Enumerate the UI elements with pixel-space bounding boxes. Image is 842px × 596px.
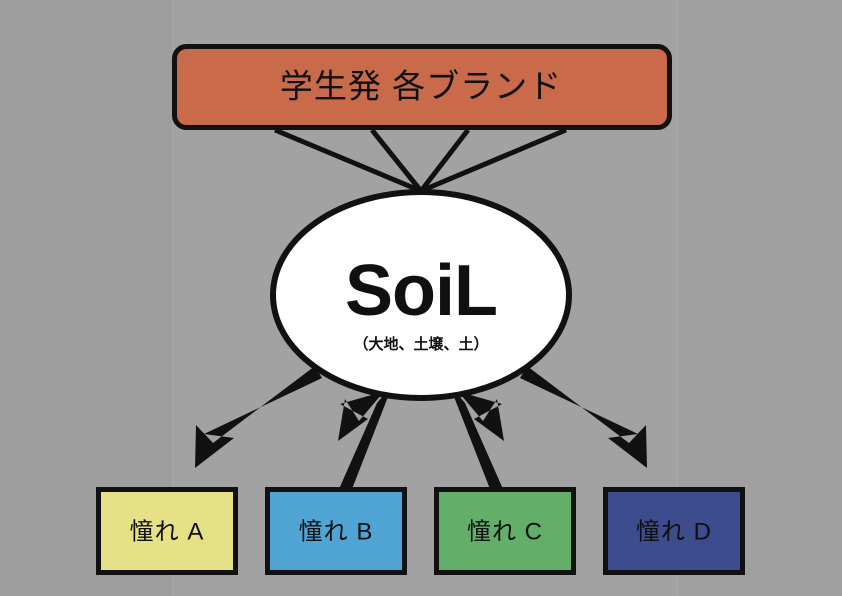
leaf-node-d-box[interactable]: [603, 487, 745, 575]
leaf-node-d[interactable]: 憧れ D: [603, 487, 745, 575]
leaf-node-d-label: 憧れ D: [636, 518, 712, 545]
center-node-ellipse[interactable]: [270, 189, 572, 401]
leaf-node-b-box[interactable]: [265, 487, 407, 575]
arrows-group: [195, 366, 647, 489]
leaf-node-a[interactable]: 憧れ A: [96, 487, 238, 575]
connector-line-3: [419, 128, 470, 193]
leaf-node-b-label: 憧れ B: [299, 518, 374, 545]
leaf-node-a-box[interactable]: [96, 487, 238, 575]
top-node[interactable]: 学生発 各ブランド: [172, 44, 672, 130]
center-node-subtitle: （大地、土壌、土）: [353, 335, 488, 353]
arrow-to-d: [520, 366, 647, 468]
connector-line-4: [420, 127, 567, 194]
leaf-node-c-label: 憧れ C: [467, 518, 543, 545]
arrow-to-c-shaft: [449, 384, 503, 489]
center-node[interactable]: SoiL （大地、土壌、土）: [270, 189, 572, 401]
leaf-node-c-box[interactable]: [434, 487, 576, 575]
center-node-title: SoiL: [345, 251, 497, 331]
arrow-to-b-shaft: [339, 384, 393, 489]
connector-lines-group: [274, 127, 567, 194]
connector-line-2: [370, 128, 423, 193]
background-rule-left: [172, 0, 173, 596]
top-node-box[interactable]: [172, 44, 672, 130]
arrow-to-a: [195, 366, 322, 468]
top-node-label: 学生発 各ブランド: [280, 68, 562, 105]
leaf-node-a-label: 憧れ A: [130, 518, 205, 545]
arrow-to-b: [338, 382, 392, 441]
leaf-node-c[interactable]: 憧れ C: [434, 487, 576, 575]
leaf-node-b[interactable]: 憧れ B: [265, 487, 407, 575]
background-rule-right: [677, 0, 678, 596]
connector-line-1: [274, 127, 422, 194]
arrow-to-c: [450, 382, 504, 441]
